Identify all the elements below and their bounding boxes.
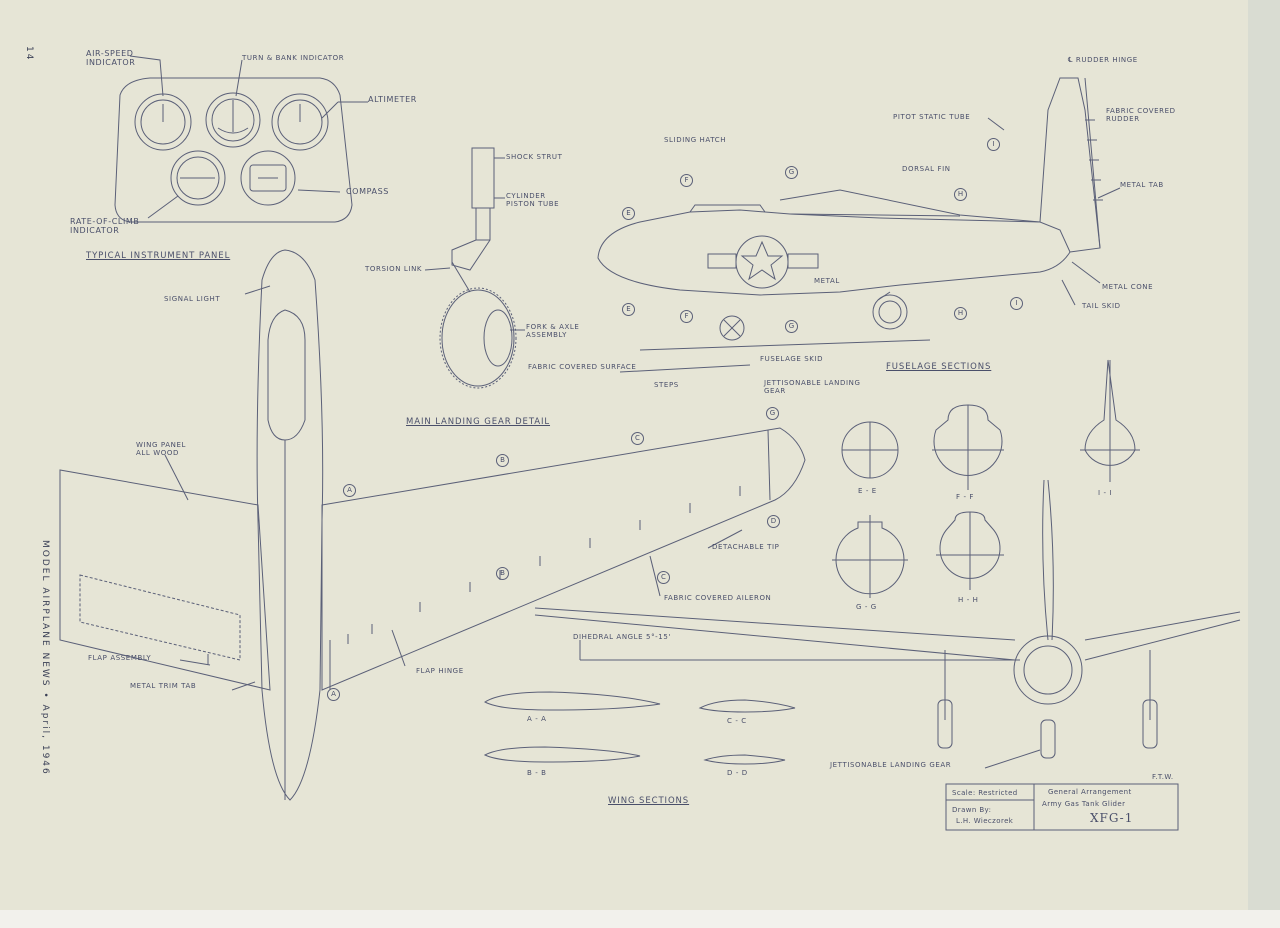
instrument-panel-title: TYPICAL INSTRUMENT PANEL	[86, 251, 231, 261]
fabric-aileron-label: Fabric Covered Aileron	[664, 594, 772, 602]
fuselage-sections-title: FUSELAGE SECTIONS	[886, 362, 992, 372]
section-f-label: F - F	[956, 493, 975, 501]
magazine-caption: MODEL AIRPLANE NEWS • April, 1946	[40, 540, 50, 776]
dorsal-fin-label: Dorsal Fin	[902, 165, 951, 173]
shock-strut-label: Shock Strut	[506, 153, 563, 161]
sliding-hatch-label: Sliding Hatch	[664, 136, 727, 144]
metal-cone-label: Metal Cone	[1102, 283, 1154, 291]
wing-section-profiles	[483, 691, 796, 765]
callout-h: H	[954, 188, 967, 201]
section-h-label: H - H	[958, 596, 979, 604]
model-number-text: XFG-1	[1090, 811, 1134, 825]
airspeed-gauge	[134, 93, 192, 151]
callout-g: G	[785, 166, 798, 179]
drafter-initials: F.T.W.	[1152, 773, 1174, 781]
aircraft-name-text: Army Gas Tank Glider	[1042, 800, 1126, 808]
turn-bank-label: Turn & Bank Indicator	[242, 54, 345, 62]
callout-f: F	[680, 310, 693, 323]
section-e-label: E - E	[858, 487, 877, 495]
callout-b: B	[496, 454, 509, 467]
callout-a: A	[343, 484, 356, 497]
torsion-link-label: Torsion Link	[365, 265, 423, 273]
dihedral-label: Dihedral Angle 5°-15'	[573, 633, 671, 641]
star-insignia	[707, 235, 819, 289]
landing-gear-detail	[424, 147, 525, 389]
wing-section-c-label: C - C	[727, 717, 747, 725]
callout-f: F	[680, 174, 693, 187]
section-i-label: I - I	[1098, 489, 1113, 497]
fabric-surface-label: Fabric Covered Surface	[528, 363, 637, 371]
rudder-hinge-label: ℄ Rudder Hinge	[1068, 56, 1138, 64]
callout-e: E	[622, 207, 635, 220]
section-g-label: G - G	[856, 603, 877, 611]
wing-sections-title: WING SECTIONS	[608, 796, 690, 806]
flap-assembly-label: Flap Assembly	[88, 654, 152, 662]
callout-g: G	[785, 320, 798, 333]
landing-gear-title: MAIN LANDING GEAR DETAIL	[406, 417, 551, 427]
flap-hinge-label: Flap Hinge	[416, 667, 464, 675]
adjacent-page-strip	[1248, 0, 1280, 910]
wing-section-b-label: B - B	[527, 769, 547, 777]
callout-i: I	[987, 138, 1000, 151]
compass-gauge	[240, 150, 296, 206]
callout-i: I	[1010, 297, 1023, 310]
front-view	[534, 479, 1241, 769]
callout-d: D	[767, 515, 780, 528]
turn-bank-gauge	[205, 92, 261, 148]
pitot-tube-label: Pitot Static Tube	[893, 113, 971, 121]
signal-light-label: Signal Light	[164, 295, 221, 303]
general-arrangement-text: General Arrangement	[1048, 788, 1132, 796]
wing-panel-label: Wing PanelAll Wood	[136, 441, 186, 457]
metal-tab-label: Metal Tab	[1120, 181, 1164, 189]
fabric-rudder-label: Fabric CoveredRudder	[1106, 107, 1176, 123]
callout-c: C	[657, 571, 670, 584]
altimeter-label: Altimeter	[368, 95, 417, 104]
detachable-tip-label: Detachable Tip	[712, 543, 780, 551]
scale-text: Scale: Restricted	[952, 789, 1018, 797]
steps-label: Steps	[654, 381, 679, 389]
tail-skid-label: Tail Skid	[1082, 302, 1121, 310]
callout-a: A	[327, 688, 340, 701]
rate-of-climb-gauge	[170, 150, 226, 206]
wing-section-d-label: D - D	[727, 769, 748, 777]
callout-g: G	[766, 407, 779, 420]
drawn-by-text: Drawn By:	[952, 806, 992, 814]
drafter-name: L.H. Wieczorek	[956, 817, 1014, 825]
front-jettisonable-gear-label: Jettisonable Landing Gear	[830, 761, 952, 769]
metal-label: Metal	[814, 277, 840, 285]
compass-label: Compass	[346, 187, 389, 196]
page-number: 14	[24, 46, 34, 62]
callout-b: B	[496, 567, 509, 580]
altimeter-gauge	[271, 93, 329, 151]
cylinder-label: CylinderPiston Tube	[506, 192, 560, 208]
metal-trim-tab-label: Metal Trim Tab	[130, 682, 197, 690]
fuselage-section-drawings	[832, 359, 1140, 598]
fuselage-side-view	[597, 77, 1121, 373]
callout-e: E	[622, 303, 635, 316]
fork-axle-label: Fork & AxleAssembly	[526, 323, 580, 339]
rate-of-climb-label: Rate-of-ClimbIndicator	[70, 217, 140, 235]
wing-section-a-label: A - A	[527, 715, 547, 723]
plan-view	[59, 249, 806, 801]
title-block-frame	[945, 783, 1179, 831]
callout-c: C	[631, 432, 644, 445]
jettisonable-gear-label: Jettisonable LandingGear	[764, 379, 861, 395]
callout-h: H	[954, 307, 967, 320]
fuselage-skid-label: Fuselage Skid	[760, 355, 824, 363]
airspeed-label: Air-speedIndicator	[86, 49, 136, 67]
instrument-panel	[114, 55, 368, 223]
